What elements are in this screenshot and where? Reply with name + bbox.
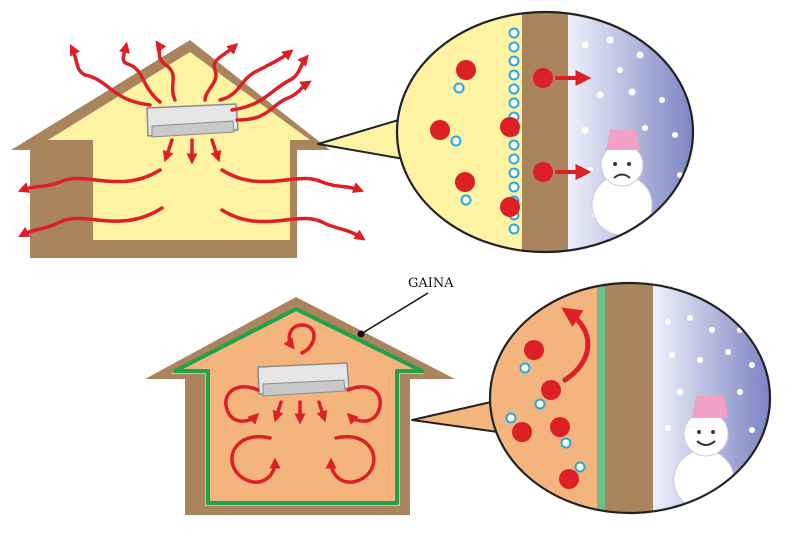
- gaina-label-group: GAINA: [357, 276, 454, 338]
- house-with-gaina: [145, 297, 455, 515]
- heat-escape-arrows-top: [17, 40, 366, 241]
- heat-molecule-icon: [430, 60, 553, 217]
- callout-zoom-without-gaina: [395, 10, 695, 254]
- callout-tail-bottom: [411, 399, 501, 433]
- snowman-icon: [591, 130, 653, 236]
- heat-molecule-icon: [512, 340, 579, 489]
- gaina-layer: [597, 283, 605, 513]
- heat-circulation-arrows: [224, 323, 382, 484]
- air-bubbles-bottom: [505, 362, 586, 473]
- callout-zoom-with-gaina: [488, 281, 772, 515]
- gaina-label: GAINA: [408, 276, 454, 291]
- callout-tail-top: [317, 115, 413, 161]
- wall-section-top: [522, 12, 568, 252]
- snowman-icon: [673, 396, 735, 511]
- wall-section-bottom: [605, 283, 653, 513]
- air-bubbles-top: [450, 27, 520, 235]
- gaina-coating-line: [173, 307, 424, 505]
- air-conditioner-icon: [146, 103, 239, 138]
- house-without-gaina: [11, 40, 366, 258]
- air-conditioner-icon: [257, 362, 350, 397]
